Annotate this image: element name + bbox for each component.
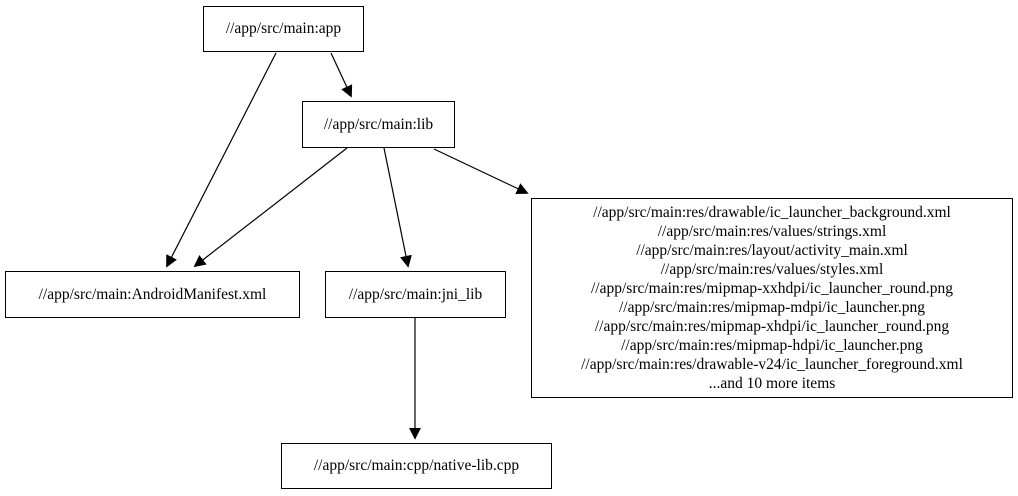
node-jni-lib: //app/src/main:jni_lib — [325, 271, 506, 318]
node-res-files: //app/src/main:res/drawable/ic_launcher_… — [531, 198, 1013, 398]
node-lib: //app/src/main:lib — [302, 101, 455, 148]
res-file-item: //app/src/main:res/mipmap-mdpi/ic_launch… — [618, 299, 926, 316]
node-native-lib: //app/src/main:cpp/native-lib.cpp — [281, 443, 552, 489]
edge-app-to-androidmanifest — [166, 52, 277, 268]
res-files-more-label: ...and 10 more items — [708, 375, 836, 392]
edge-lib-to-androidmanifest — [193, 147, 348, 268]
res-file-item: //app/src/main:res/layout/activity_main.… — [636, 242, 908, 259]
edge-lib-to-resfiles — [433, 148, 529, 195]
res-file-item: //app/src/main:res/drawable/ic_launcher_… — [593, 204, 951, 221]
node-lib-label: //app/src/main:lib — [323, 115, 434, 133]
res-file-item: //app/src/main:res/mipmap-xxhdpi/ic_laun… — [590, 280, 953, 297]
res-file-item: //app/src/main:res/values/styles.xml — [660, 261, 884, 278]
node-android-manifest-label: //app/src/main:AndroidManifest.xml — [38, 285, 267, 303]
node-native-lib-label: //app/src/main:cpp/native-lib.cpp — [313, 457, 520, 474]
res-file-item: //app/src/main:res/drawable-v24/ic_launc… — [581, 356, 963, 373]
res-file-item: //app/src/main:res/mipmap-hdpi/ic_launch… — [621, 337, 923, 354]
node-android-manifest: //app/src/main:AndroidManifest.xml — [5, 271, 300, 318]
res-file-item: //app/src/main:res/values/strings.xml — [657, 223, 887, 240]
node-app: //app/src/main:app — [203, 6, 364, 52]
edge-lib-to-jnilib — [383, 147, 412, 268]
edge-app-to-lib — [330, 52, 353, 98]
node-jni-lib-label: //app/src/main:jni_lib — [348, 285, 483, 303]
node-app-label: //app/src/main:app — [225, 20, 342, 37]
res-file-item: //app/src/main:res/mipmap-xhdpi/ic_launc… — [594, 318, 950, 335]
